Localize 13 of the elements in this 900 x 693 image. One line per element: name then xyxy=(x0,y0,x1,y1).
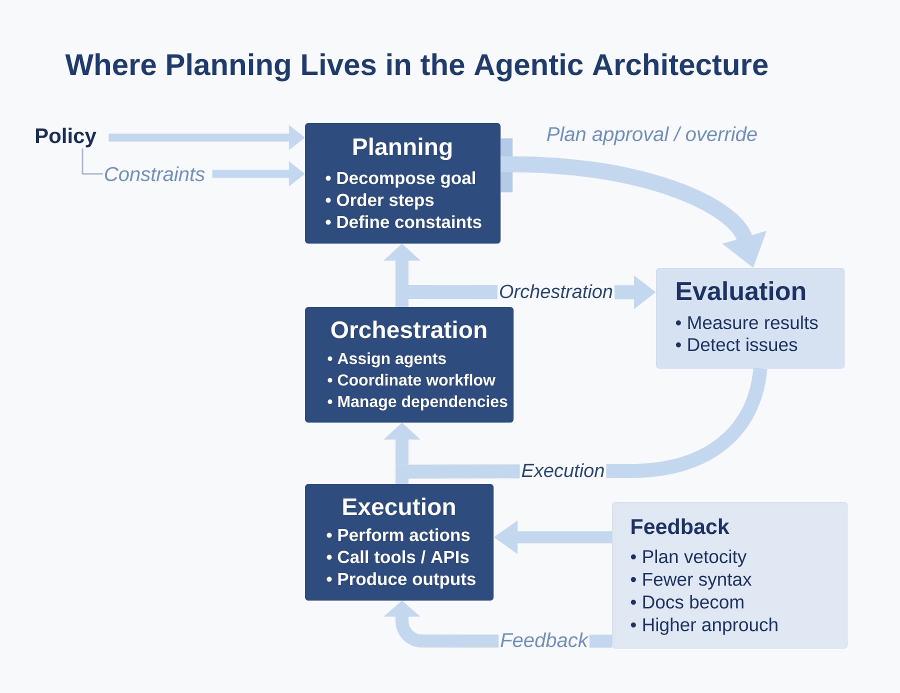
process-box: Orchestration • Assign agents • Coordinate workflow • Manage dependencies xyxy=(305,307,514,423)
process-box: Execution • Perform actions • Call tools / APIs • Produce outputs xyxy=(305,484,494,601)
input-label: Policy xyxy=(36,128,96,148)
connector-line xyxy=(82,148,103,175)
edge-label: Plan approval / override xyxy=(544,125,760,147)
edge-label: Execution xyxy=(520,462,606,479)
info-panel: Feedback • Plan vetocity • Fewer syntax • Docs becom • Higher anprouch xyxy=(612,502,848,649)
edge-label: Feedback xyxy=(498,631,590,649)
info-panel: Evaluation • Measure results • Detect issues xyxy=(656,268,845,369)
title: Where Planning Lives in the Agentic Architecture xyxy=(65,53,768,82)
input-label: Constraints xyxy=(105,166,205,182)
process-box: Planning • Decompose goal • Order steps • Define constaints xyxy=(305,123,501,244)
edge-label: Orchestration xyxy=(497,282,615,300)
